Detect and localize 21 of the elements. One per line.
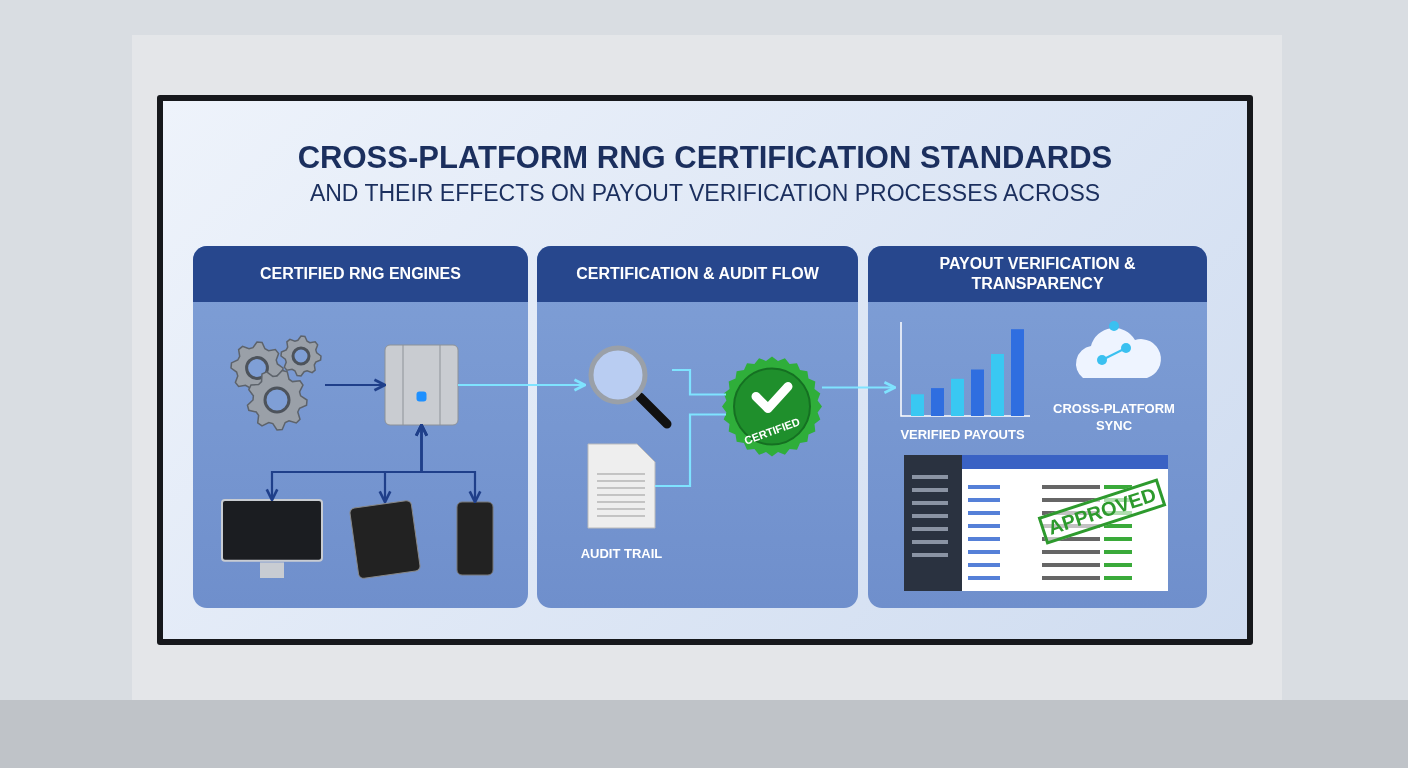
panel-heading: CERTIFICATION & AUDIT FLOW <box>537 246 858 302</box>
node-label: AUDIT TRAIL <box>580 545 663 562</box>
section-panel <box>193 246 528 608</box>
panel-heading: CERTIFIED RNG ENGINES <box>193 246 528 302</box>
panel-heading: PAYOUT VERIFICATION & TRANSPARENCY <box>868 246 1207 302</box>
smartphone-icon <box>457 502 493 575</box>
arrow <box>325 378 387 392</box>
section-panel <box>868 246 1207 608</box>
desktop-monitor-icon <box>222 500 322 578</box>
title: CROSS-PLATFORM RNG CERTIFICATION STANDARDS <box>296 140 1114 176</box>
glowing-connector <box>672 368 726 396</box>
glowing-connector <box>458 378 587 392</box>
glowing-connector <box>822 380 897 395</box>
subtitle: AND THEIR EFFECTS ON PAYOUT VERIFICATION PROCESSES ACROSS <box>308 180 1102 207</box>
tablet-icon <box>352 502 418 577</box>
section-panel <box>537 246 858 608</box>
node-label: VERIFIED PAYOUTS <box>900 426 1025 443</box>
arrow <box>414 423 482 504</box>
server-box-icon <box>385 345 458 425</box>
glowing-connector <box>655 413 726 488</box>
node-label: CROSS-PLATFORM SYNC <box>1052 400 1176 434</box>
